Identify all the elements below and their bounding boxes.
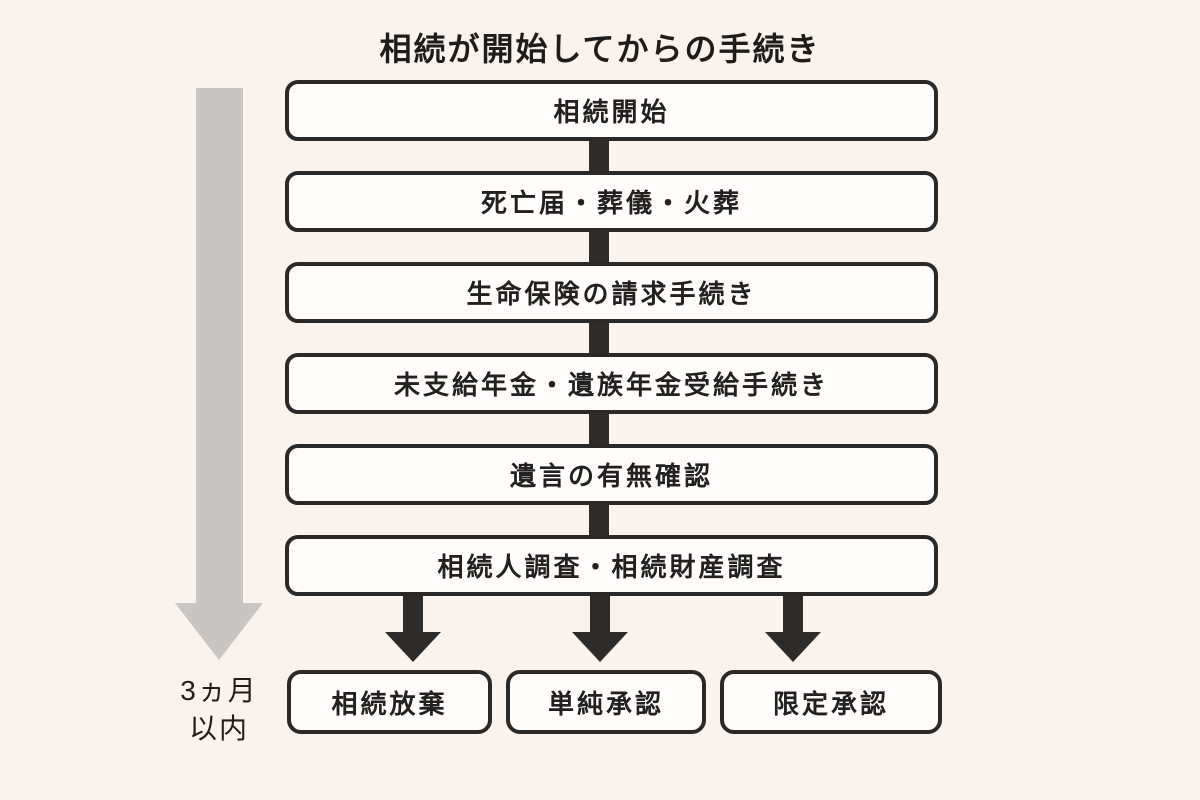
branch-arrow-down-icon (385, 632, 441, 662)
flow-step-heir-and-estate-investigation: 相続人調査・相続財産調査 (285, 535, 938, 596)
timeline-label-line2: 以内 (188, 713, 249, 744)
timeline-arrow-down-icon (175, 603, 263, 660)
flow-connector (589, 140, 609, 171)
branch-arrow-shaft (590, 596, 610, 634)
flow-step-label: 相続開始 (553, 97, 670, 127)
outcome-renounce-inheritance: 相続放棄 (287, 670, 492, 734)
timeline-label: 3ヵ月 以内 (139, 672, 299, 748)
branch-arrow-shaft (783, 596, 803, 634)
flow-step-label: 死亡届・葬儀・火葬 (480, 188, 742, 218)
outcome-simple-acceptance: 単純承認 (506, 670, 706, 734)
branch-arrow-shaft (403, 596, 423, 634)
flow-step-label: 遺言の有無確認 (509, 461, 713, 491)
page-title: 相続が開始してからの手続き (379, 31, 821, 67)
flow-step-will-check: 遺言の有無確認 (285, 444, 938, 505)
outcome-label: 単純承認 (547, 688, 664, 719)
outcome-label: 相続放棄 (331, 688, 448, 719)
flow-step-label: 相続人調査・相続財産調査 (437, 552, 786, 582)
flow-connector (589, 231, 609, 262)
branch-arrow-down-icon (572, 632, 628, 662)
flow-step-inheritance-start: 相続開始 (285, 80, 938, 141)
branch-arrow-down-icon (765, 632, 821, 662)
flow-step-death-notification: 死亡届・葬儀・火葬 (285, 171, 938, 232)
outcome-label: 限定承認 (772, 688, 889, 719)
flow-step-label: 未支給年金・遺族年金受給手続き (393, 370, 829, 400)
flow-step-pension-procedures: 未支給年金・遺族年金受給手続き (285, 353, 938, 414)
flow-connector (589, 413, 609, 444)
flow-step-life-insurance-claim: 生命保険の請求手続き (285, 262, 938, 323)
timeline-arrow-shaft (196, 88, 243, 604)
flow-connector (589, 504, 609, 535)
flow-connector (589, 322, 609, 353)
outcome-limited-acceptance: 限定承認 (720, 670, 942, 734)
timeline-label-line1: 3ヵ月 (180, 675, 258, 706)
flow-step-label: 生命保険の請求手続き (466, 279, 757, 309)
